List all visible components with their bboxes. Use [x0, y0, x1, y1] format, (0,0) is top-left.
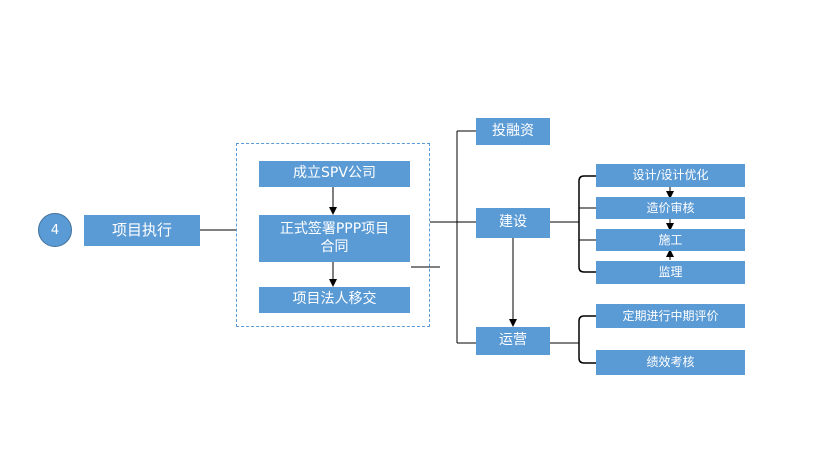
phase-financing-box: 投融资: [476, 118, 550, 145]
supervision-label: 监理: [658, 265, 683, 279]
phase-operation-label: 运营: [499, 332, 527, 349]
phase-operation-box: 运营: [476, 327, 550, 355]
setup-company-label: 成立SPV公司: [293, 165, 376, 182]
build-label: 施工: [658, 232, 683, 247]
transfer-legal-person-label: 项目法人移交: [292, 291, 377, 308]
transfer-legal-person-box: 项目法人移交: [259, 287, 410, 313]
cost-review-box: 造价审核: [596, 197, 745, 219]
build-box: 施工: [596, 229, 745, 251]
setup-company-box: 成立SPV公司: [259, 161, 410, 187]
cost-review-label: 造价审核: [646, 200, 695, 215]
performance-review-box: 绩效考核: [596, 350, 745, 375]
phase-construction-label: 建设: [499, 214, 527, 231]
step-title-box: 项目执行: [84, 215, 200, 246]
design-label: 设计/设计优化: [632, 168, 709, 182]
step-number: 4: [50, 222, 60, 238]
step-number-badge: 4: [38, 213, 72, 247]
performance-review-label: 绩效考核: [646, 355, 695, 369]
sign-contract-label-line2: 合同: [320, 238, 349, 255]
phase-construction-box: 建设: [476, 208, 550, 238]
operation-items-bracket: [578, 315, 596, 364]
setup-group-frame: [236, 143, 430, 327]
design-box: 设计/设计优化: [596, 164, 745, 187]
phase-financing-label: 投融资: [492, 122, 534, 139]
supervision-box: 监理: [596, 261, 745, 284]
step-title: 项目执行: [111, 221, 172, 240]
mid-term-review-label: 定期进行中期评价: [622, 308, 719, 323]
construction-items-bracket: [578, 175, 596, 273]
mid-term-review-box: 定期进行中期评价: [596, 304, 745, 328]
sign-contract-box: 正式签署PPP项目 合同: [259, 215, 410, 262]
sign-contract-label-line1: 正式签署PPP项目: [279, 221, 390, 237]
